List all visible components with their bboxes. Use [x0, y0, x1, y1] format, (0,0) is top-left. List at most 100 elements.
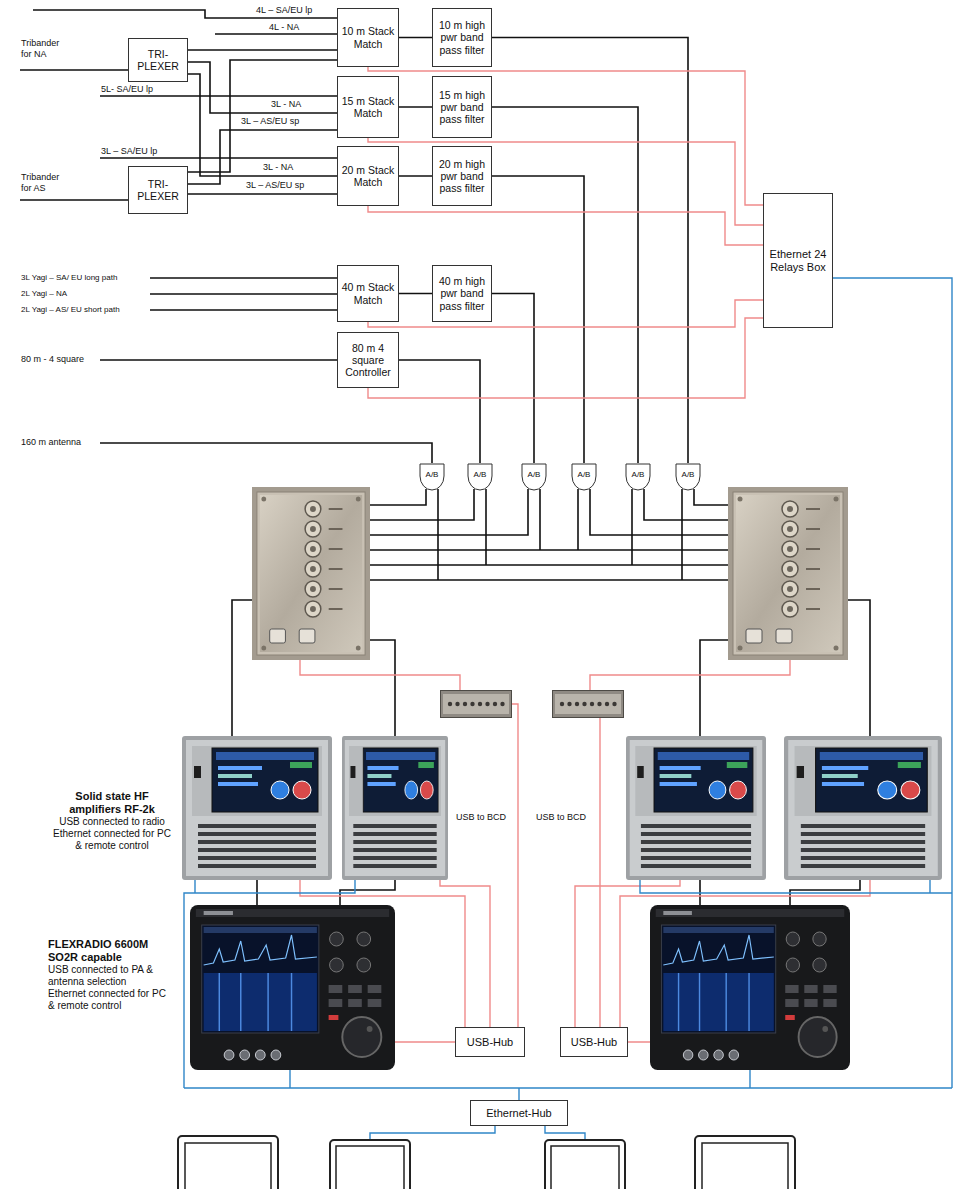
rf-cable	[188, 49, 337, 51]
laptop-screen	[551, 1146, 619, 1189]
cable-label: 3L – SA/EU lp	[100, 146, 158, 157]
ab-switch-shape	[676, 464, 700, 490]
laptop-icon	[330, 1140, 410, 1189]
cable-label: 5L- SA/EU lp	[100, 84, 154, 95]
ab-switch: A/B	[625, 463, 651, 491]
rf-cable	[188, 60, 337, 172]
caption-group: FLEXRADIO 6600M SO2R capableUSB connecte…	[48, 938, 172, 1012]
node-text: TRI-PLEXER	[132, 48, 184, 72]
ethernet-cable	[184, 278, 952, 1140]
ab-switch-shape	[522, 464, 546, 490]
node-text: 15 m Stack Match	[341, 95, 395, 119]
caption-heading: FLEXRADIO 6600M SO2R capable	[48, 938, 172, 964]
filter-box: 10 m high pwr band pass filter	[432, 8, 492, 67]
cable-label: 3L – AS/EU sp	[245, 180, 305, 191]
ethernet-hub-box: Ethernet-Hub	[470, 1100, 568, 1126]
rf-cable	[399, 106, 432, 108]
node-text: Ethernet-Hub	[474, 1107, 564, 1120]
cable-label: 160 m antenna	[20, 437, 82, 448]
node-text: A/B	[467, 470, 493, 479]
cable-label: 80 m - 4 square	[20, 354, 85, 365]
node-text: 10 m Stack Match	[341, 25, 395, 49]
control-wire	[368, 206, 763, 245]
amplifier-photo	[342, 736, 448, 880]
node-text: TRI-PLEXER	[132, 178, 184, 202]
rf-cable	[188, 130, 337, 184]
monitor-icon	[695, 1136, 795, 1189]
node-text: 20 m high pwr band pass filter	[436, 158, 488, 194]
node-text: 20 m Stack Match	[341, 164, 395, 188]
node-text: USB-Hub	[459, 1036, 521, 1049]
cable-label: 3L Yagi – SA/ EU long path	[20, 273, 118, 283]
laptop-screen	[336, 1146, 404, 1189]
control-wire	[368, 300, 763, 327]
rf-cable	[399, 360, 480, 463]
node-text: A/B	[521, 470, 547, 479]
antenna-switch-photo	[252, 487, 370, 660]
cable-label: 3L - NA	[262, 162, 294, 173]
radio-photo	[650, 905, 850, 1070]
monitor-screen	[185, 1143, 271, 1189]
ab-switch: A/B	[521, 463, 547, 491]
ab-switch-shape	[572, 464, 596, 490]
rf-cable	[188, 62, 337, 113]
cable-label: USB to BCD	[535, 812, 587, 823]
cable-label: 4L - NA	[268, 22, 300, 33]
usb-hub-box: USB-Hub	[455, 1027, 525, 1057]
filter-box: 15 m high pwr band pass filter	[432, 76, 492, 138]
triplexer-box: TRI-PLEXER	[128, 166, 188, 214]
control-wire	[368, 67, 763, 205]
cable-label: USB to BCD	[455, 812, 507, 823]
caption-text: Ethernet connected for PC & remote contr…	[48, 988, 172, 1012]
rf-cable	[399, 293, 432, 295]
rf-cable	[492, 294, 534, 464]
rf-cable	[492, 38, 688, 464]
ab-switch-shape	[468, 464, 492, 490]
cable-label: Tribander for AS	[20, 172, 72, 194]
ab-switch: A/B	[419, 463, 445, 491]
node-text: A/B	[675, 470, 701, 479]
rf-cable	[188, 74, 337, 176]
rf-cable	[20, 10, 870, 905]
cable-label: 3L – AS/EU sp	[240, 116, 300, 127]
amplifier-photo	[182, 736, 332, 880]
control-wire	[368, 318, 763, 398]
node-text: 40 m Stack Match	[341, 281, 395, 305]
node-text: A/B	[419, 470, 445, 479]
rf-cable	[399, 175, 432, 177]
node-text: USB-Hub	[564, 1036, 624, 1049]
stack-match-box: 10 m Stack Match	[337, 8, 399, 67]
cable-label: Tribander for NA	[20, 38, 72, 60]
node-text: A/B	[625, 470, 651, 479]
triplexer-box: TRI-PLEXER	[128, 38, 188, 82]
rf-cable	[492, 176, 584, 463]
caption-text: USB connected to radio	[50, 816, 174, 828]
stack-match-box: 15 m Stack Match	[337, 76, 399, 138]
rf-cable	[399, 37, 432, 39]
laptop-icon	[545, 1140, 625, 1189]
caption-group: Solid state HF amplifiers RF-2kUSB conne…	[50, 790, 174, 852]
node-text: 15 m high pwr band pass filter	[436, 89, 488, 125]
rf-cable	[188, 193, 337, 195]
ab-switch: A/B	[675, 463, 701, 491]
radio-photo	[190, 905, 395, 1070]
monitor-screen	[702, 1143, 788, 1189]
usb-hub-box: USB-Hub	[560, 1027, 628, 1057]
antenna-switch-photo	[728, 487, 848, 660]
filter-box: 20 m high pwr band pass filter	[432, 146, 492, 206]
cable-label: 2L Yagi – NA	[20, 289, 68, 299]
node-text: A/B	[571, 470, 597, 479]
node-text: 10 m high pwr band pass filter	[436, 19, 488, 55]
ab-switch: A/B	[571, 463, 597, 491]
node-text: 40 m high pwr band pass filter	[436, 275, 488, 311]
cable-label: 2L Yagi – AS/ EU short path	[20, 305, 121, 315]
node-text: Ethernet 24 Relays Box	[767, 248, 829, 273]
caption-text: USB connected to PA & antenna selection	[48, 964, 172, 988]
controller-box: 80 m 4 square Controller	[337, 332, 399, 388]
ab-switch-shape	[626, 464, 650, 490]
bcd-box-photo	[441, 691, 512, 718]
ab-switch: A/B	[467, 463, 493, 491]
amplifier-photo	[626, 736, 766, 880]
